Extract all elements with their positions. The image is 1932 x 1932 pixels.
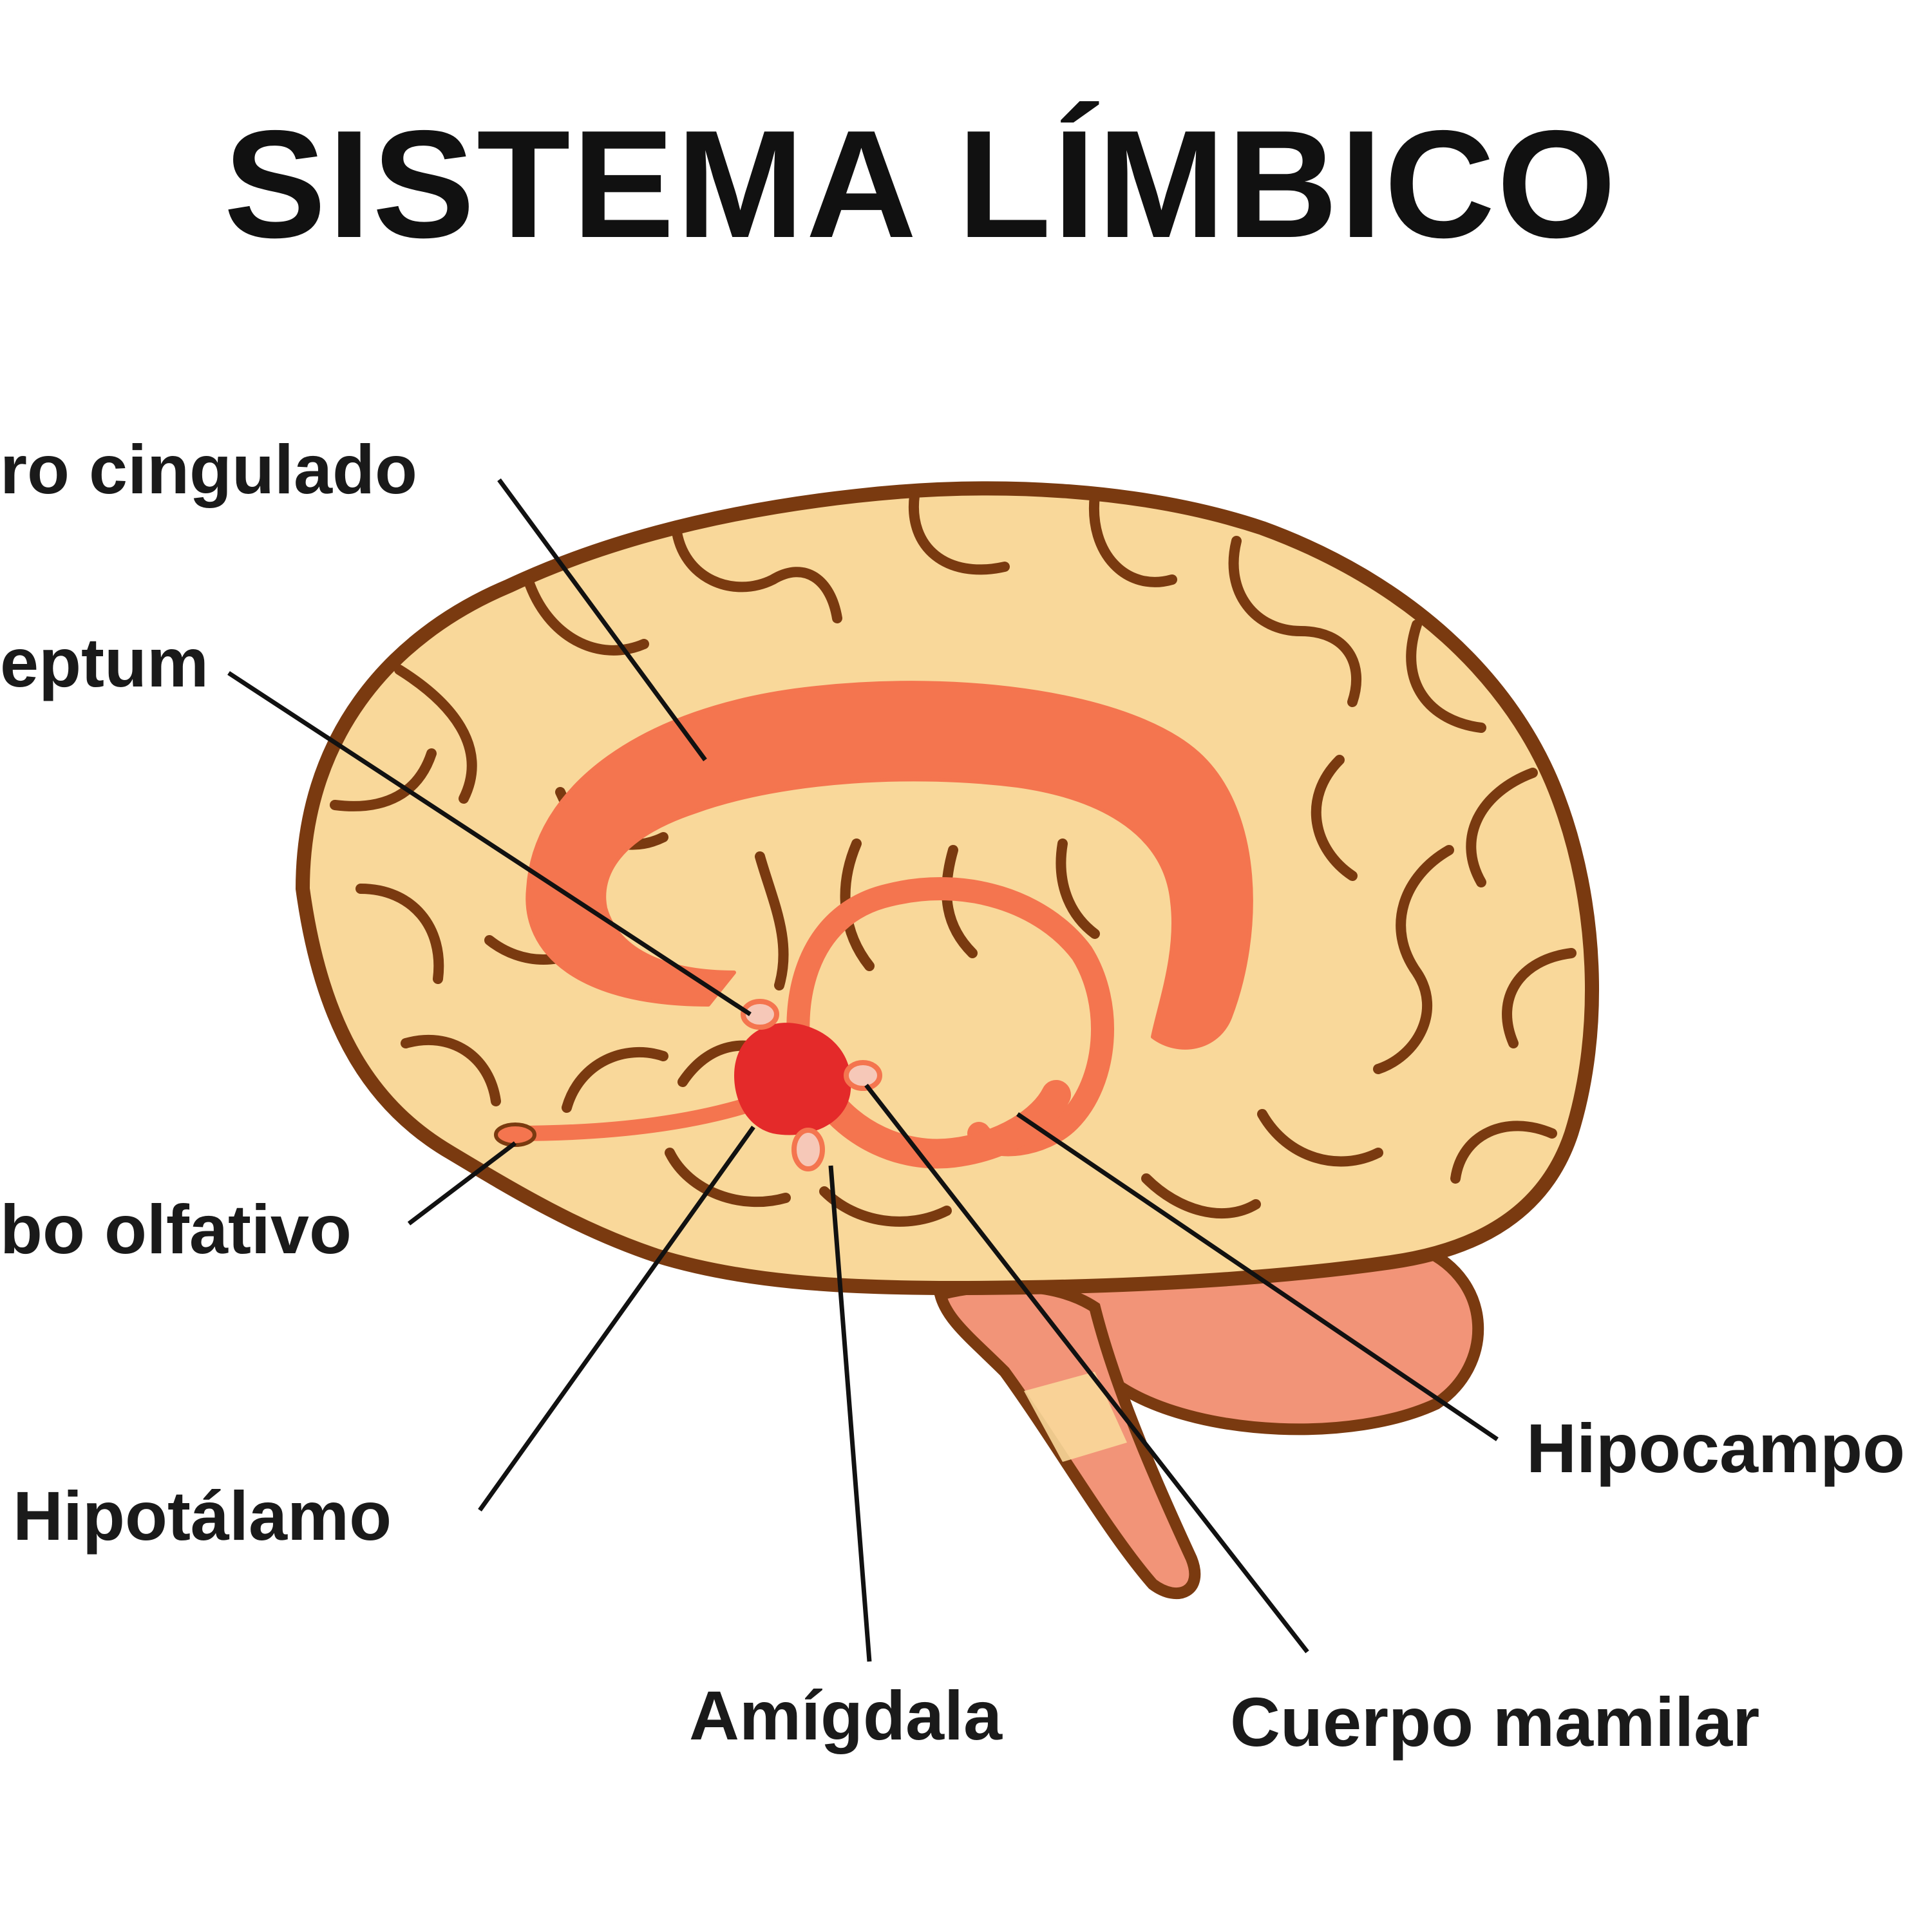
leader-cuerpo-mamilar bbox=[864, 1083, 1309, 1654]
olfactory-tract bbox=[507, 1094, 768, 1141]
label-hipocampo: Hipocampo bbox=[1526, 1409, 1906, 1487]
label-hipotalamo: Hipotálamo bbox=[13, 1477, 392, 1555]
amygdala bbox=[791, 1128, 825, 1171]
brainstem-band bbox=[1024, 1372, 1127, 1462]
fornix bbox=[786, 877, 1114, 1157]
label-septum: eptum bbox=[0, 623, 209, 701]
leader-septum bbox=[227, 671, 752, 1016]
septum-node bbox=[741, 999, 779, 1030]
label-cuerpo-mamilar: Cuerpo mamilar bbox=[1230, 1683, 1760, 1761]
label-giro-cingulado: ro cingulado bbox=[0, 430, 417, 508]
leader-hipocampo bbox=[1016, 1112, 1499, 1441]
leader-lines bbox=[227, 478, 1499, 1662]
diagram-title: SISTEMA LÍMBICO bbox=[223, 99, 1618, 270]
hypothalamus bbox=[734, 1023, 851, 1135]
leader-hipotalamo bbox=[478, 1125, 755, 1512]
label-bulbo-olfativo: bo olfativo bbox=[0, 1190, 352, 1268]
mammillary-body bbox=[844, 1060, 882, 1091]
label-amigdala: Amígdala bbox=[689, 1676, 1003, 1754]
hippocampus bbox=[810, 1080, 1071, 1169]
leader-bulbo-olfativo bbox=[407, 1141, 517, 1226]
leader-amigdala bbox=[828, 1165, 872, 1662]
leader-giro-cingulado bbox=[497, 478, 707, 762]
cortex-sulci bbox=[330, 491, 1577, 1227]
cingulate-gyrus bbox=[526, 681, 1253, 1050]
olfactory-bulb bbox=[494, 1122, 536, 1147]
